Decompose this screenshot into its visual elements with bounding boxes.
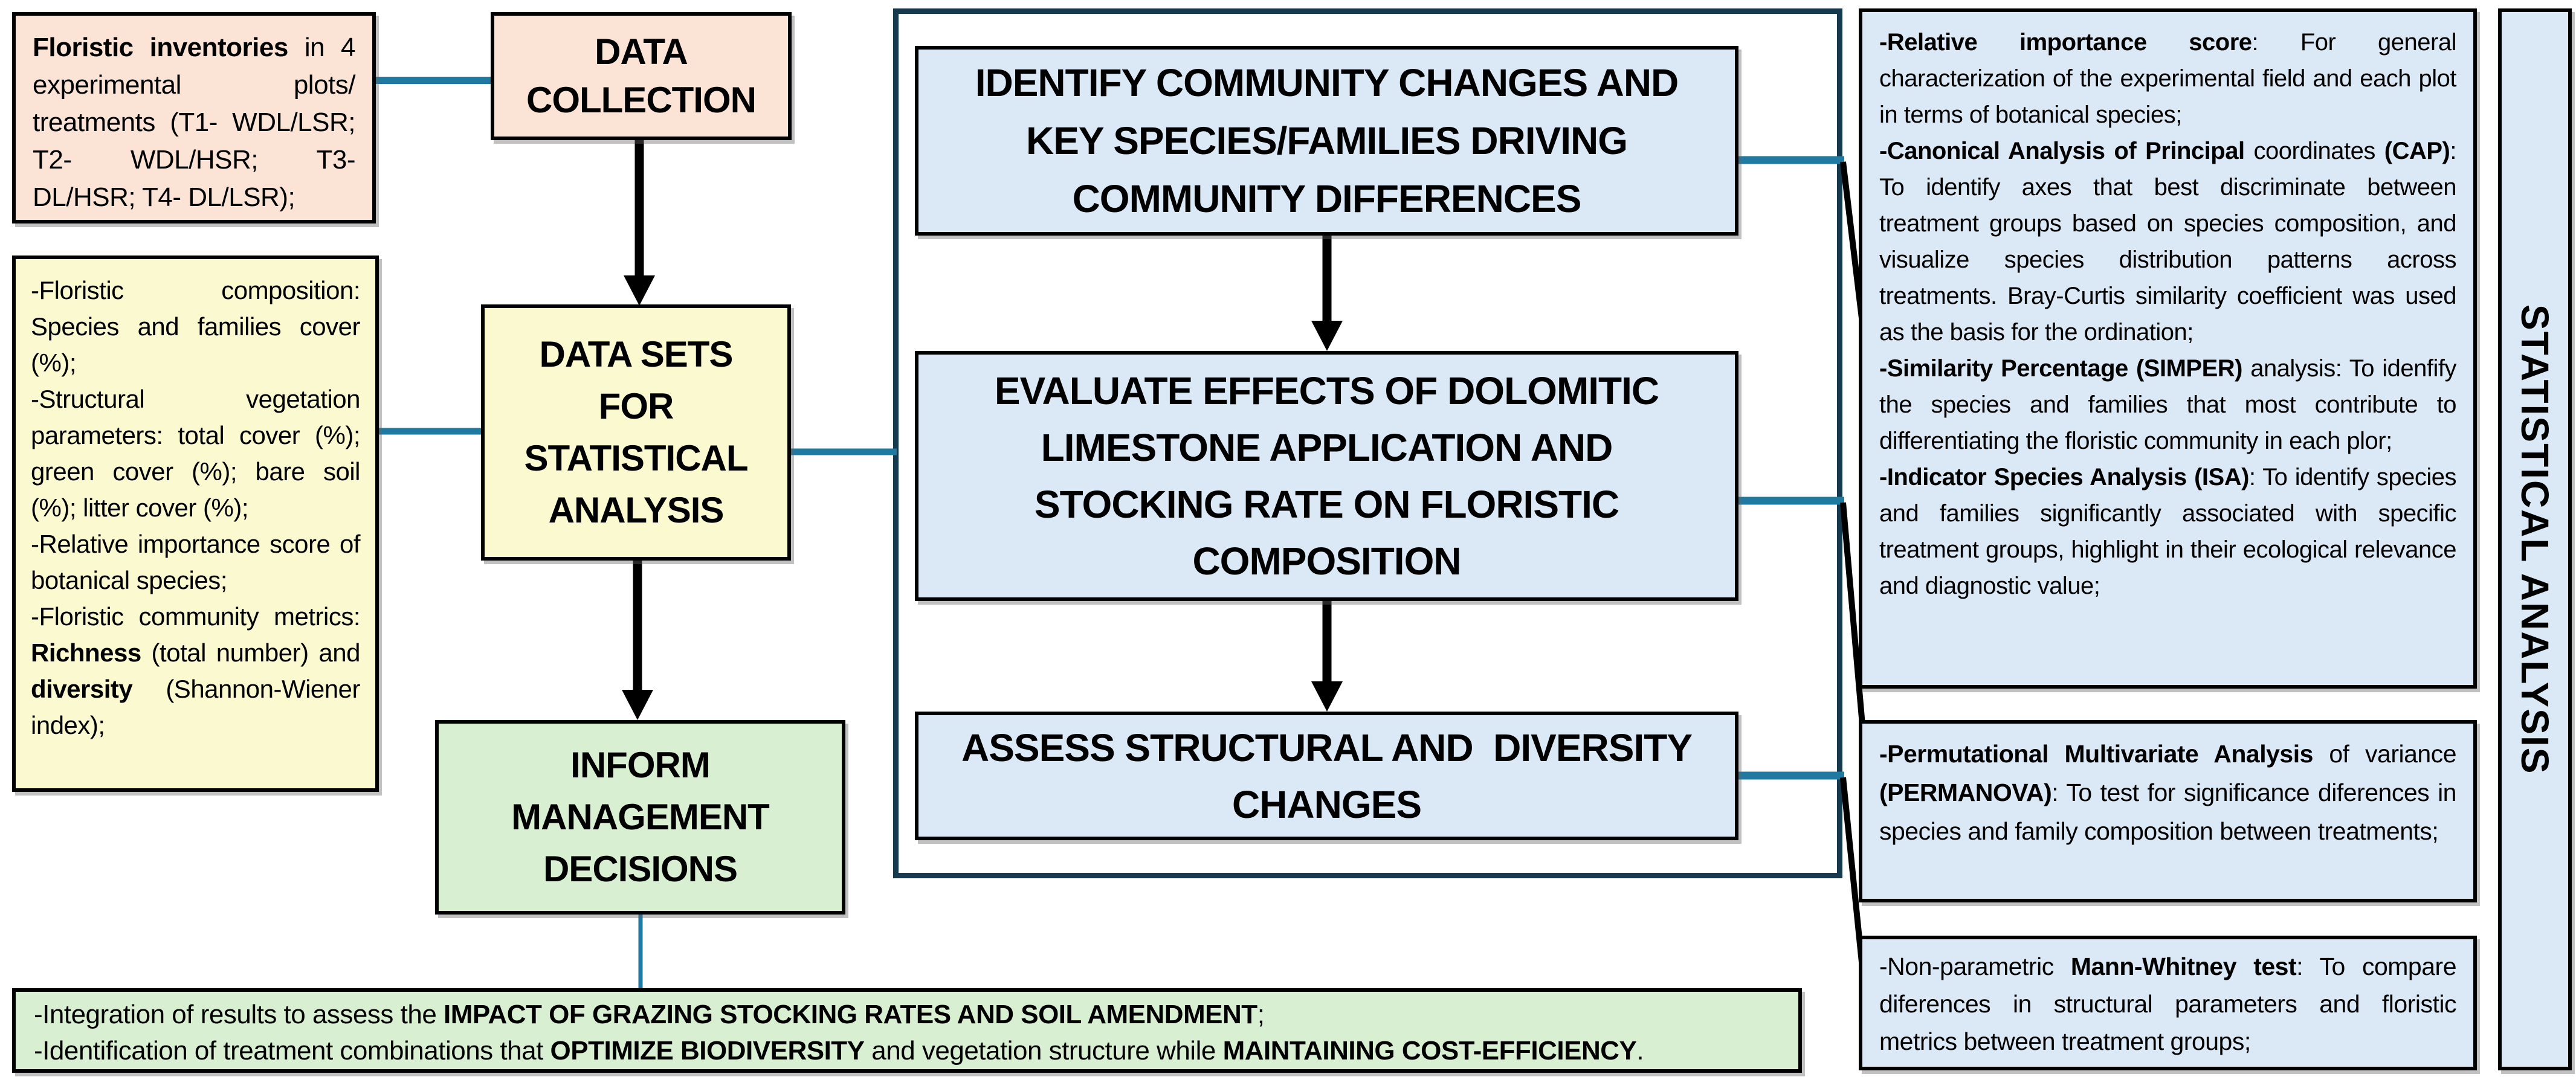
permanova-box: -Permutational Multivariate Analysis of … — [1859, 720, 2477, 902]
arrowhead-data-collection-to-data-sets — [624, 275, 655, 306]
arrowhead-identify-to-evaluate — [1311, 321, 1343, 351]
objectives-container-frame — [893, 8, 1842, 878]
statistical-analysis-label: STATISTICAL ANALYSIS — [2513, 304, 2557, 775]
statistical-analysis-strip: STATISTICAL ANALYSIS — [2498, 8, 2572, 1070]
floristic-inventories-box: Floristic inventories in 4 experimental … — [12, 12, 376, 223]
floristic-data-box: -Floristic composition: Species and fami… — [12, 256, 379, 792]
integration-outcomes-box: -Integration of results to assess the IM… — [12, 988, 1802, 1073]
arrowhead-data-sets-to-inform — [622, 690, 653, 720]
multivariate-methods-box: -Relative importance score: For general … — [1859, 8, 2477, 689]
mann-whitney-box: -Non-parametric Mann-Whitney test: To co… — [1859, 936, 2477, 1070]
arrowhead-evaluate-to-assess — [1311, 681, 1343, 712]
